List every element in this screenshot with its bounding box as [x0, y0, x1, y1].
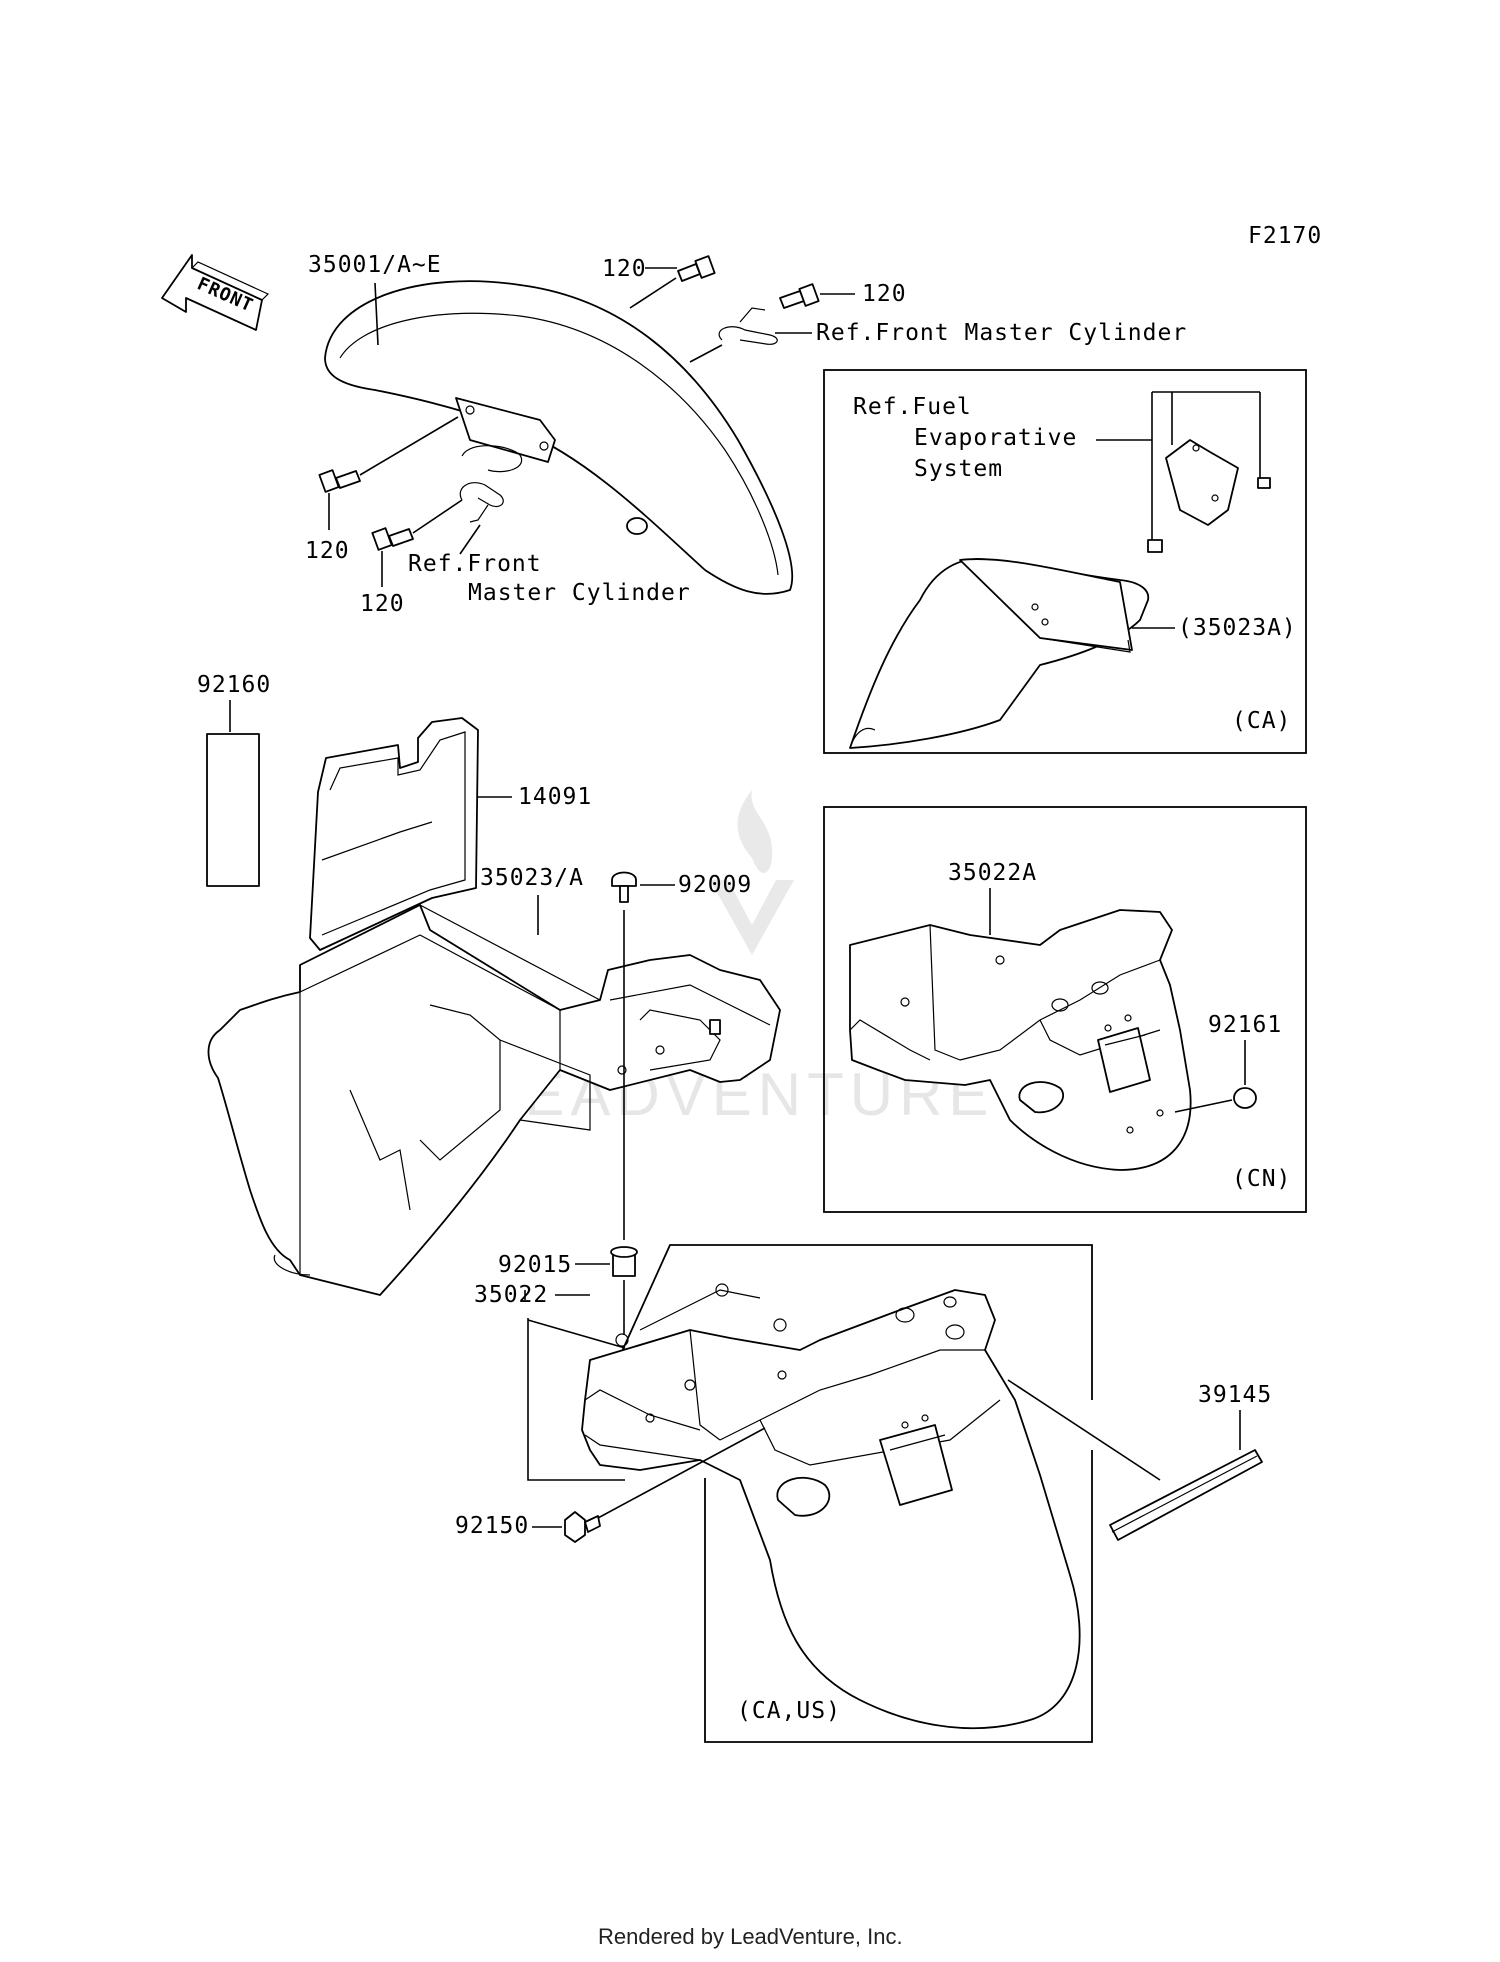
cover-14091 — [309, 717, 479, 951]
callout-cap: 92161 — [1208, 1012, 1282, 1038]
ca-us-region-label: (CA,US) — [737, 1698, 841, 1724]
callout-front-fender: 35001/A~E — [308, 252, 442, 278]
ca-us-variant-box — [599, 1244, 1093, 1743]
callout-rear-fender-cn: 35022A — [948, 860, 1037, 886]
bolt-left-a — [318, 469, 361, 493]
rear-fender-cn — [849, 909, 1192, 1171]
front-fender — [324, 280, 794, 595]
rear-fender-35022 — [581, 1283, 1081, 1730]
trim-39145 — [1109, 1449, 1263, 1541]
callout-rear-fender: 35022 — [474, 1282, 548, 1308]
ca-ref-fuel-2: Evaporative — [914, 425, 1077, 451]
clip-left — [459, 482, 504, 523]
callout-ref-master-cyl-top: Ref.Front Master Cylinder — [816, 320, 1187, 346]
ca-bracket — [1147, 439, 1271, 553]
callout-bolt-top-b: 120 — [862, 281, 907, 307]
clip-top — [718, 307, 778, 345]
callout-inner-fender: 35023/A — [480, 865, 584, 891]
callout-inner-fender-ca: (35023A) — [1178, 615, 1297, 641]
label-pad — [206, 733, 260, 887]
ca-variant-box — [823, 369, 1307, 754]
bolt-top-a — [677, 255, 716, 282]
callout-cover: 14091 — [518, 784, 592, 810]
inner-fender-35023 — [207, 904, 781, 1296]
bolt-top-b — [779, 283, 820, 309]
bolt-left-b — [371, 527, 414, 551]
callout-ref-master-cyl-bottom-1: Ref.Front — [408, 551, 542, 577]
bolt-92150 — [564, 1511, 601, 1543]
callout-bolt-flange: 92150 — [455, 1513, 529, 1539]
callout-bolt-top-a: 120 — [602, 256, 647, 282]
ca-ref-fuel-1: Ref.Fuel — [853, 394, 972, 420]
nut-92015 — [610, 1246, 638, 1277]
screw-92009 — [611, 871, 637, 903]
cn-variant-box — [823, 806, 1307, 1213]
ca-inner-fender — [849, 558, 1150, 749]
callout-label-pad: 92160 — [197, 672, 271, 698]
cn-region-label: (CN) — [1232, 1166, 1291, 1192]
callout-bolt-left-a: 120 — [305, 538, 350, 564]
callout-screw: 92009 — [678, 872, 752, 898]
callout-nut: 92015 — [498, 1252, 572, 1278]
callout-trim: 39145 — [1198, 1382, 1272, 1408]
figure-code: F2170 — [1248, 223, 1322, 249]
callout-ref-master-cyl-bottom-2: Master Cylinder — [468, 580, 691, 606]
footer-credit: Rendered by LeadVenture, Inc. — [598, 1924, 903, 1949]
ca-region-label: (CA) — [1232, 708, 1291, 734]
ca-ref-fuel-3: System — [914, 456, 1003, 482]
callout-bolt-left-b: 120 — [360, 591, 405, 617]
cap-92161 — [1233, 1087, 1257, 1109]
front-direction-arrow: FRONT — [161, 254, 270, 331]
